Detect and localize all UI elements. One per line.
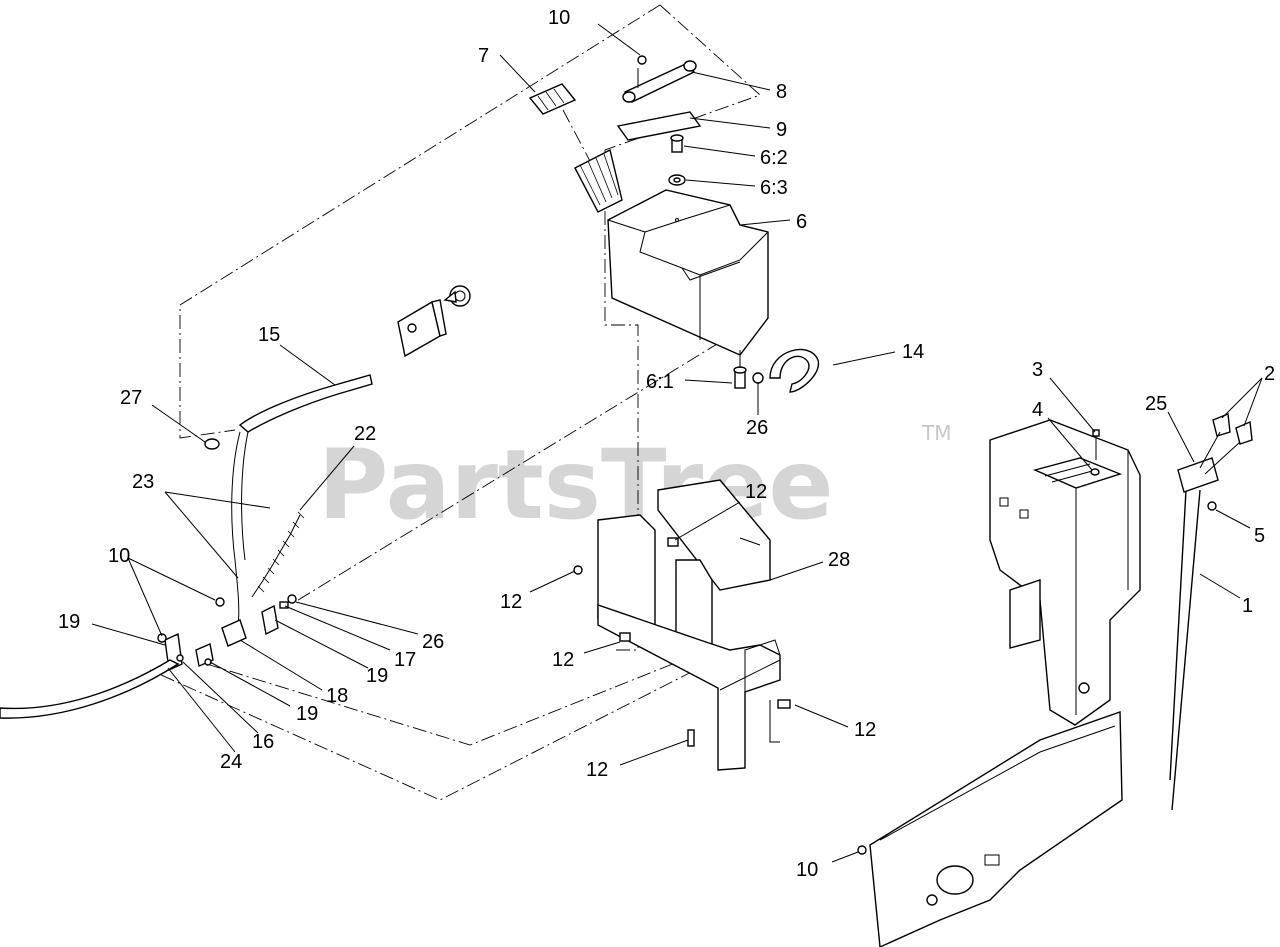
part-4-washer bbox=[1090, 468, 1100, 476]
callout-14: 14 bbox=[902, 341, 924, 363]
callout-10-left: 10 bbox=[108, 545, 130, 567]
part-3-bolt bbox=[1092, 429, 1100, 460]
callout-10-bottom: 10 bbox=[796, 859, 818, 881]
watermark-trademark: TM bbox=[921, 421, 951, 445]
callout-19-bottom: 19 bbox=[296, 703, 318, 725]
callout-5: 5 bbox=[1254, 525, 1265, 547]
frame-rail bbox=[869, 711, 1123, 947]
callout-19-mid: 19 bbox=[366, 665, 388, 687]
callout-9: 9 bbox=[776, 119, 787, 141]
callout-15: 15 bbox=[258, 324, 280, 346]
callout-22: 22 bbox=[354, 423, 376, 445]
leader-lines bbox=[91, 23, 1263, 863]
part-8-strap bbox=[622, 60, 697, 103]
part-mount-bracket bbox=[573, 537, 791, 771]
part-6-1-fitting bbox=[733, 350, 747, 389]
part-7-grille bbox=[528, 83, 577, 115]
watermark: PartsTree TM bbox=[318, 421, 951, 541]
callout-27: 27 bbox=[120, 387, 142, 409]
callout-25: 25 bbox=[1145, 393, 1167, 415]
part-26-clamp-top bbox=[752, 372, 764, 384]
frame-tower bbox=[989, 419, 1141, 726]
callout-3: 3 bbox=[1032, 359, 1043, 381]
callout-24: 24 bbox=[220, 751, 242, 773]
callout-18: 18 bbox=[326, 685, 348, 707]
part-27-clamp bbox=[204, 438, 220, 450]
part-14-hose bbox=[769, 348, 820, 393]
part-9-pad bbox=[616, 111, 702, 141]
callout-10-top: 10 bbox=[548, 7, 570, 29]
callout-6-2: 6:2 bbox=[760, 147, 788, 169]
part-6-3-washer bbox=[668, 174, 686, 186]
part-10-nut-top bbox=[637, 55, 647, 65]
part-28-shield bbox=[597, 479, 771, 651]
callout-labels: 10 7 8 9 6:2 6:3 6 15 14 6:1 26 27 3 4 2… bbox=[58, 7, 1275, 881]
callout-28: 28 bbox=[828, 549, 850, 571]
callout-2: 2 bbox=[1264, 363, 1275, 385]
part-6-2-cap bbox=[670, 134, 684, 153]
callout-23: 23 bbox=[132, 471, 154, 493]
callout-4: 4 bbox=[1032, 399, 1043, 421]
callout-19-left: 19 bbox=[58, 611, 80, 633]
callout-12-center: 12 bbox=[745, 481, 767, 503]
callout-12-bottom: 12 bbox=[586, 759, 608, 781]
part-22-spring bbox=[251, 511, 305, 598]
callout-16: 16 bbox=[252, 731, 274, 753]
part-long-hose bbox=[0, 659, 180, 719]
part-6-tank bbox=[607, 189, 769, 356]
callout-7: 7 bbox=[478, 45, 489, 67]
part-2-knobs bbox=[1199, 413, 1253, 475]
callout-1: 1 bbox=[1242, 595, 1253, 617]
callout-8: 8 bbox=[776, 81, 787, 103]
callout-6: 6 bbox=[796, 211, 807, 233]
part-cluster-lower-left bbox=[157, 594, 297, 672]
callout-6-1: 6:1 bbox=[646, 371, 674, 393]
callout-6-3: 6:3 bbox=[760, 177, 788, 199]
callout-12-left: 12 bbox=[500, 591, 522, 613]
callout-26-top: 26 bbox=[746, 417, 768, 439]
part-filler-neck bbox=[574, 148, 623, 213]
callout-26-bottom: 26 bbox=[422, 631, 444, 653]
callout-12-lower: 12 bbox=[552, 649, 574, 671]
part-10-nut-bottom bbox=[857, 845, 867, 855]
part-1-control-rods bbox=[1169, 457, 1219, 811]
part-shutoff-bracket bbox=[397, 285, 471, 358]
callout-12-right: 12 bbox=[854, 719, 876, 741]
phantom-lines bbox=[149, 4, 761, 801]
callout-17: 17 bbox=[394, 649, 416, 671]
part-15-hose bbox=[231, 374, 373, 626]
